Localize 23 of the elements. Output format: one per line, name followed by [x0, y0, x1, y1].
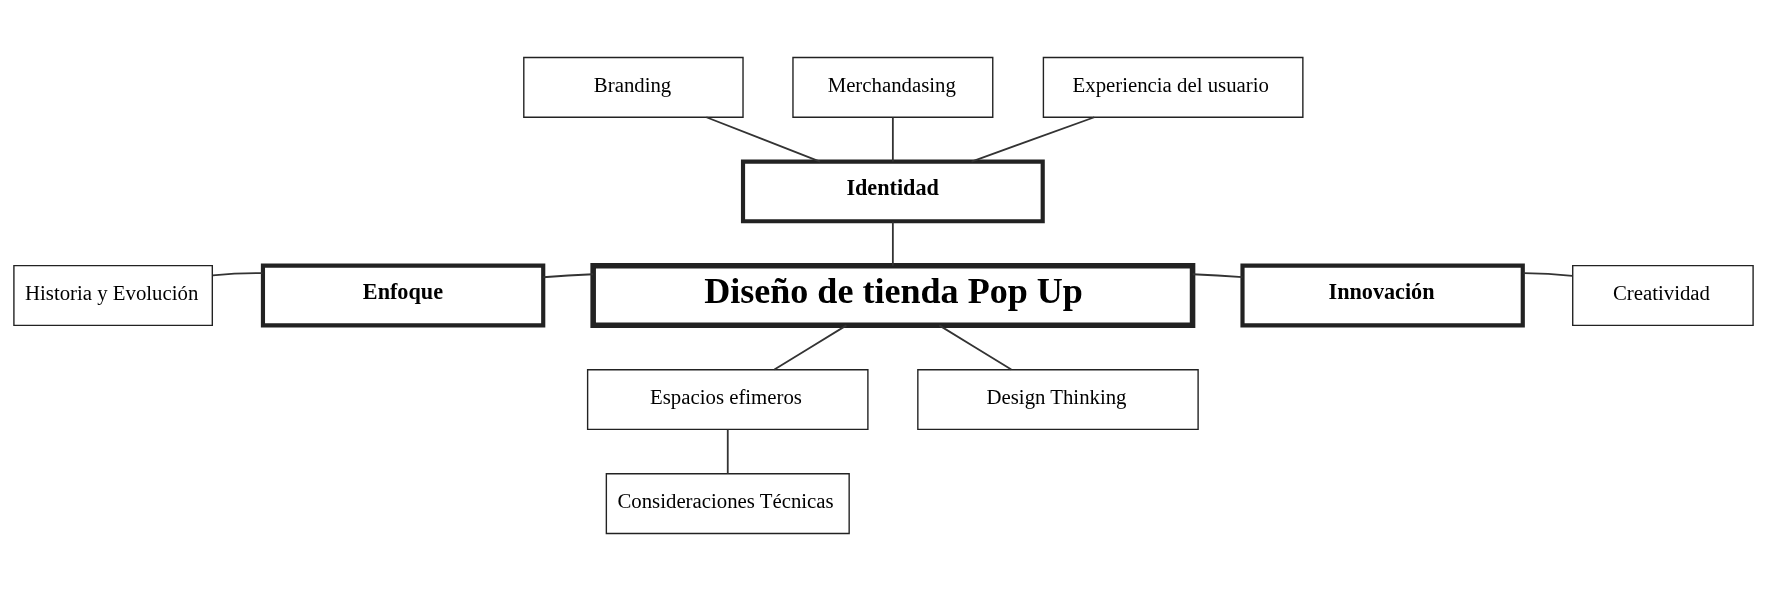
connector — [542, 273, 594, 279]
connector — [891, 116, 894, 163]
node-box: Design Thinking — [917, 369, 1199, 431]
node-box: Consideraciones Técnicas — [605, 473, 850, 535]
connector — [1522, 272, 1574, 277]
connector — [773, 324, 848, 371]
node-box: Creatividad — [1572, 264, 1754, 327]
node-box: Historia y Evolución — [13, 264, 213, 327]
node-box: Enfoque — [260, 263, 546, 328]
node-box: Diseño de tienda Pop Up — [590, 262, 1196, 329]
connector — [891, 220, 894, 267]
connector — [970, 116, 1096, 163]
node-box: Merchandasing — [792, 56, 994, 118]
connector — [938, 324, 1013, 371]
connector — [705, 116, 821, 163]
node-box: Innovación — [1240, 263, 1525, 328]
connector — [211, 272, 264, 277]
node-box: Identidad — [740, 159, 1045, 224]
node-box: Espacios efimeros — [586, 369, 869, 431]
connector — [1191, 273, 1244, 279]
node-box: Experiencia del usuario — [1042, 56, 1304, 118]
connector — [726, 428, 729, 475]
node-box: Branding — [523, 56, 744, 118]
